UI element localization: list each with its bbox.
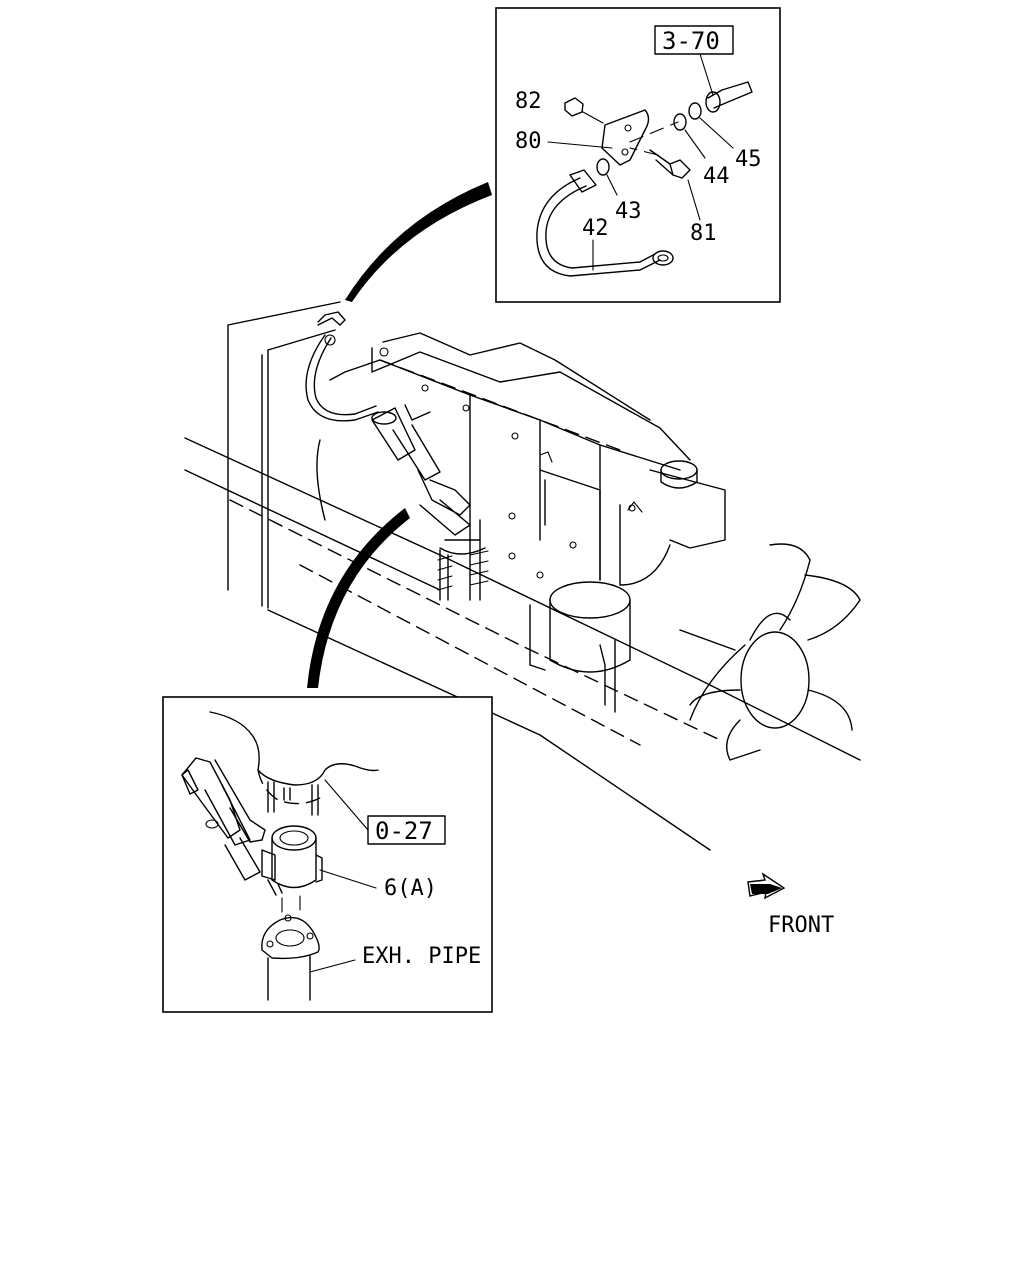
- callout-45: 45: [735, 147, 762, 172]
- callout-43: 43: [615, 199, 642, 224]
- reference-label-top: 3-70: [662, 27, 720, 55]
- heater-valve-assembly: [371, 404, 489, 601]
- callout-44: 44: [703, 164, 730, 189]
- bottom-inset: 0-27 6(A) EXH. PIPE: [162, 696, 493, 1013]
- front-label: FRONT: [768, 913, 834, 938]
- top-inset: 3-70 82 80 43: [495, 7, 781, 303]
- callout-6a: 6(A): [384, 876, 437, 901]
- cooling-fan: [679, 543, 861, 761]
- oil-filter: [529, 581, 631, 713]
- reference-label-bottom: 0-27: [375, 817, 433, 845]
- callout-80: 80: [515, 129, 542, 154]
- reference-box-bottom: [367, 815, 446, 845]
- callout-42: 42: [582, 216, 609, 241]
- front-direction-indicator: FRONT: [747, 872, 834, 938]
- reference-box-top: [654, 25, 734, 55]
- callout-82: 82: [515, 89, 542, 114]
- exh-pipe-label: EXH. PIPE: [362, 944, 481, 969]
- callout-81: 81: [690, 221, 717, 246]
- chassis-and-engine-view: [184, 182, 861, 851]
